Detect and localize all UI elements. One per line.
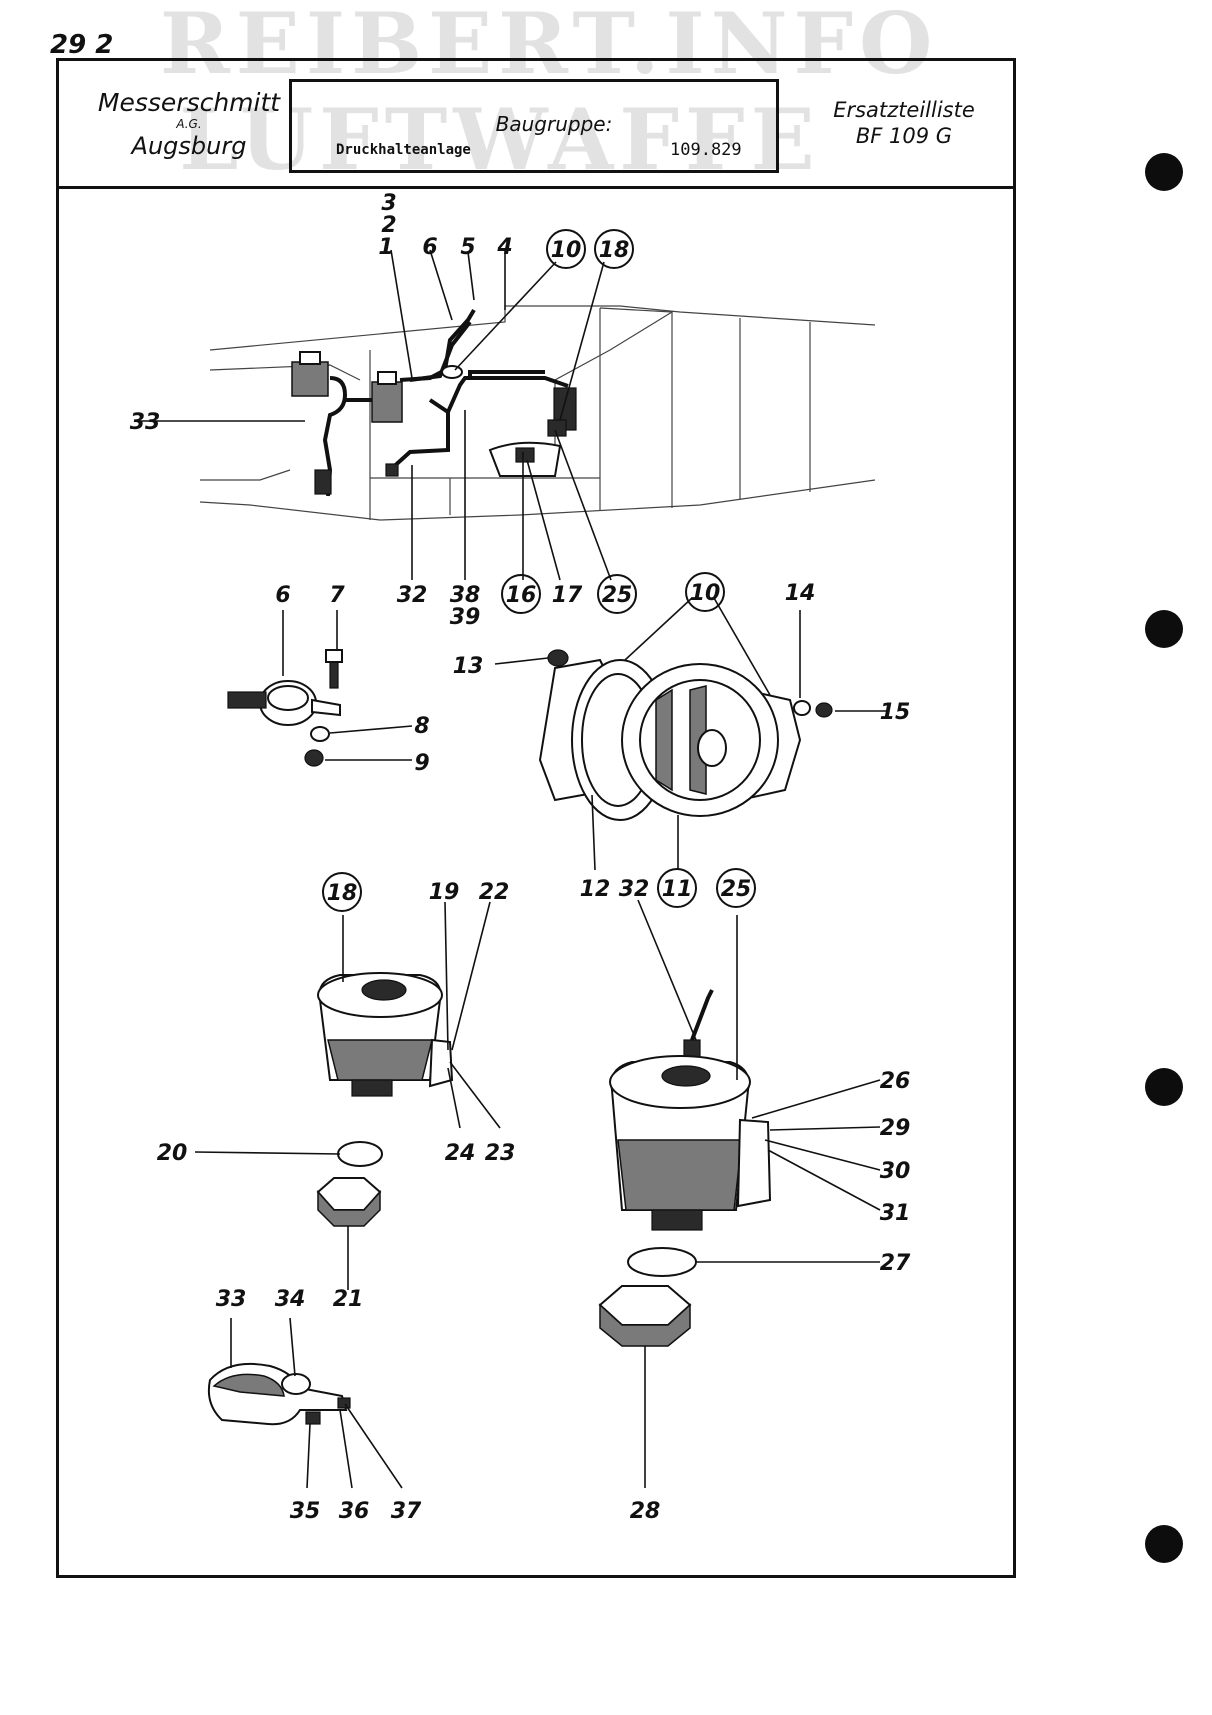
company-suffix: A.G.: [176, 117, 202, 131]
company-city: Augsburg: [131, 132, 247, 160]
manufacturer-block: Messerschmitt A.G. Augsburg: [79, 89, 299, 161]
callout-21: 21: [333, 1287, 364, 1312]
callout-30: 30: [880, 1159, 911, 1184]
clamp-assembly-lower: [207, 1317, 403, 1489]
punch-hole-4: [1145, 1525, 1183, 1563]
callout-27: 27: [880, 1251, 911, 1276]
callout-39: 39: [450, 605, 481, 630]
valve-assembly-right: [598, 899, 881, 1488]
callout-8: 8: [414, 714, 429, 739]
filter-housing-assembly: [494, 597, 888, 871]
callout-25-top: 25: [602, 583, 633, 608]
callout-16: 16: [506, 583, 537, 608]
circled-callouts: [322, 229, 756, 912]
callout-26: 26: [880, 1069, 911, 1094]
callout-23: 23: [485, 1141, 516, 1166]
assembly-group-box: Baugruppe: Druckhalteanlage 109.829: [289, 79, 779, 173]
punch-hole-2: [1145, 610, 1183, 648]
parts-list-title: Ersatzteilliste: [833, 98, 975, 122]
valve-assembly-left: [194, 901, 501, 1290]
parts-list-block: Ersatzteilliste BF 109 G: [809, 97, 999, 149]
aircraft-type: BF 109 G: [855, 124, 953, 148]
callout-12: 12: [580, 877, 611, 902]
callout-3: 3: [381, 191, 396, 216]
callout-38: 38: [450, 583, 481, 608]
callout-35: 35: [290, 1499, 321, 1524]
callout-19: 19: [429, 880, 460, 905]
top-view-leaders: [138, 249, 612, 581]
callout-9: 9: [414, 751, 429, 776]
callout-29: 29: [880, 1116, 911, 1141]
callout-18-top: 18: [599, 238, 630, 263]
callout-28: 28: [630, 1499, 661, 1524]
drawing-sheet: Messerschmitt A.G. Augsburg Baugruppe: D…: [56, 58, 1016, 1578]
callout-1: 1: [378, 235, 393, 260]
assembly-group-number: 109.829: [670, 140, 742, 160]
callout-4: 4: [496, 235, 512, 260]
callout-32-top: 32: [397, 583, 428, 608]
callout-14: 14: [785, 581, 816, 606]
callout-24: 24: [445, 1141, 476, 1166]
callout-labels: 3 2 1 6 5 4 10 18 33 32 38 39 16 17 25 6…: [130, 191, 911, 1524]
fuselage-installation-view: [199, 305, 876, 521]
callout-34: 34: [275, 1287, 306, 1312]
callout-7: 7: [329, 583, 345, 608]
callout-32: 32: [619, 877, 650, 902]
punch-hole-3: [1145, 1068, 1183, 1106]
callout-6: 6: [275, 583, 290, 608]
company-name: Messerschmitt: [97, 88, 281, 117]
callout-31: 31: [880, 1201, 911, 1226]
page-number: 29 2: [50, 30, 114, 60]
callout-5: 5: [460, 235, 475, 260]
callout-25: 25: [721, 877, 752, 902]
callout-18: 18: [327, 881, 358, 906]
callout-13: 13: [453, 654, 484, 679]
assembly-group-label: Baugruppe:: [495, 112, 613, 136]
callout-10-top: 10: [551, 238, 582, 263]
pipe-clamp-assembly: [227, 610, 413, 767]
callout-15: 15: [880, 700, 911, 725]
title-block: Messerschmitt A.G. Augsburg Baugruppe: D…: [59, 61, 1013, 189]
punch-hole-1: [1145, 153, 1183, 191]
callout-22: 22: [479, 880, 510, 905]
callout-36: 36: [339, 1499, 370, 1524]
watermark-top: REIBERT.INFO: [160, 0, 939, 93]
callout-10: 10: [690, 581, 721, 606]
callout-20: 20: [157, 1141, 188, 1166]
callout-2: 2: [381, 213, 396, 238]
callout-11: 11: [662, 877, 693, 902]
assembly-group-name: Druckhalteanlage: [336, 142, 471, 158]
callout-17: 17: [552, 583, 583, 608]
callout-6-top: 6: [422, 235, 437, 260]
callout-33-top: 33: [130, 410, 161, 435]
callout-33: 33: [216, 1287, 247, 1312]
callout-37: 37: [391, 1499, 422, 1524]
